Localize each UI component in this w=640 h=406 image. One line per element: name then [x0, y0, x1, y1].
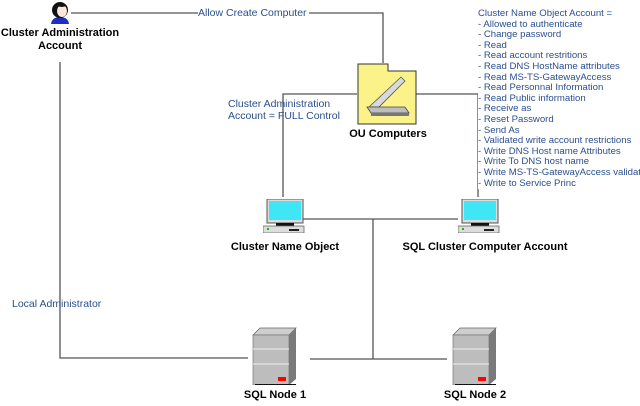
- server-icon: [452, 327, 497, 385]
- server-icon: [252, 327, 297, 385]
- allow-create-label: Allow Create Computer: [198, 7, 309, 19]
- full-control-label: Cluster Administration Account = FULL Co…: [228, 98, 340, 122]
- edge-full-control: [282, 93, 357, 197]
- user-icon: [51, 2, 69, 24]
- sql-node2-label: SQL Node 2: [443, 389, 507, 401]
- permission-item: - Write to Service Princ: [478, 177, 576, 189]
- permission-item: - Read: [478, 39, 507, 51]
- permissions-title: Cluster Name Object Account =: [478, 8, 613, 19]
- admin-label-line2: Account: [38, 40, 82, 52]
- computer-icon: [263, 199, 305, 233]
- local-admin-label: Local Administrator: [12, 298, 102, 310]
- edge-local-admin: [59, 62, 248, 359]
- permission-item: - Receive as: [478, 103, 532, 115]
- permission-item: - Write DNS Host name Attributes: [478, 145, 621, 157]
- permission-item: - Read account restritions: [478, 50, 588, 62]
- full-control-line1: Cluster Administration: [228, 98, 331, 110]
- edge-ou-to-sqlcca: [416, 93, 479, 197]
- cno-label: Cluster Name Object: [230, 241, 340, 253]
- permission-item: - Send As: [478, 124, 520, 136]
- permission-item: - Write MS-TS-GatewayAccess validated: [478, 166, 640, 178]
- computer-icon: [458, 199, 500, 233]
- permission-item: - Allowed to authenticate: [478, 18, 583, 30]
- ou-computers-label: OU Computers: [349, 128, 427, 140]
- permission-item: - Read MS-TS-GatewayAccess: [478, 71, 612, 83]
- permission-item: - Read Personnal Information: [478, 82, 604, 94]
- full-control-line2: Account = FULL Control: [228, 110, 340, 122]
- permission-item: - Write To DNS host name: [478, 156, 590, 168]
- permission-item: - Validated write account restrictions: [478, 135, 632, 147]
- admin-label-line1: Cluster Administration: [0, 27, 120, 39]
- sql-cluster-account-label: SQL Cluster Computer Account: [402, 241, 568, 253]
- sql-node1-label: SQL Node 1: [243, 389, 307, 401]
- permissions-list: Cluster Name Object Account = - Allowed …: [478, 8, 640, 190]
- admin-account-label: Cluster Administration Account: [0, 27, 120, 53]
- permission-item: - Read DNS HostName attributes: [478, 60, 620, 72]
- permission-item: - Change password: [478, 29, 562, 41]
- folder-scanner-icon: [357, 63, 417, 125]
- edge-allow-create: [71, 12, 384, 63]
- permission-item: - Reset Password: [478, 113, 554, 125]
- permission-item: - Read Public information: [478, 92, 586, 104]
